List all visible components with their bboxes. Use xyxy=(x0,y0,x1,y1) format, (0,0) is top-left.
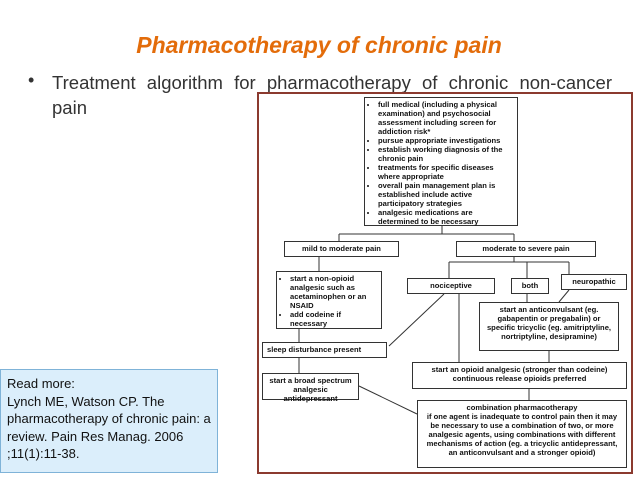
read-more-note: Read more: Lynch ME, Watson CP. The phar… xyxy=(0,369,218,473)
opioid-box: start an opioid analgesic (stronger than… xyxy=(412,362,627,389)
both-box: both xyxy=(511,278,549,294)
assessment-item: analgesic medications are determined to … xyxy=(378,208,513,226)
moderate-severe-pain-box: moderate to severe pain xyxy=(456,241,596,257)
slide-title: Pharmacotherapy of chronic pain xyxy=(136,32,502,58)
assessment-item: full medical (including a physical exami… xyxy=(378,100,513,136)
non-opioid-box: start a non-opioid analgesic such as ace… xyxy=(276,271,382,329)
assessment-item: treatments for specific diseases where a… xyxy=(378,163,513,181)
combination-body: if one agent is inadequate to control pa… xyxy=(426,412,618,457)
broad-spectrum-box: start a broad spectrum analgesic antidep… xyxy=(262,373,359,403)
note-heading: Read more: xyxy=(7,376,75,391)
neuropathic-box: neuropathic xyxy=(561,274,627,290)
mild-moderate-pain-box: mild to moderate pain xyxy=(284,241,399,257)
non-opioid-item: add codeine if necessary xyxy=(290,310,377,328)
assessment-item: pursue appropriate investigations xyxy=(378,136,513,145)
combination-box: combination pharmacotherapy if one agent… xyxy=(417,400,627,468)
non-opioid-item: start a non-opioid analgesic such as ace… xyxy=(290,274,377,310)
sleep-disturbance-box: sleep disturbance present xyxy=(262,342,387,358)
bullet-dot-icon: • xyxy=(28,70,35,90)
flowchart-connectors xyxy=(298,226,570,415)
nociceptive-box: nociceptive xyxy=(407,278,495,294)
flowchart: full medical (including a physical exami… xyxy=(257,92,633,474)
assessment-item: establish working diagnosis of the chron… xyxy=(378,145,513,163)
bullet-text: Treatment algorithm for pharmacotherapy … xyxy=(52,72,612,118)
assessment-item: overall pain management plan is establis… xyxy=(378,181,513,208)
anticonvulsant-box: start an anticonvulsant (eg. gabapentin … xyxy=(479,302,619,351)
assessment-box: full medical (including a physical exami… xyxy=(364,97,518,226)
combination-title: combination pharmacotherapy xyxy=(466,403,578,412)
note-citation: Lynch ME, Watson CP. The pharmacotherapy… xyxy=(7,393,211,462)
